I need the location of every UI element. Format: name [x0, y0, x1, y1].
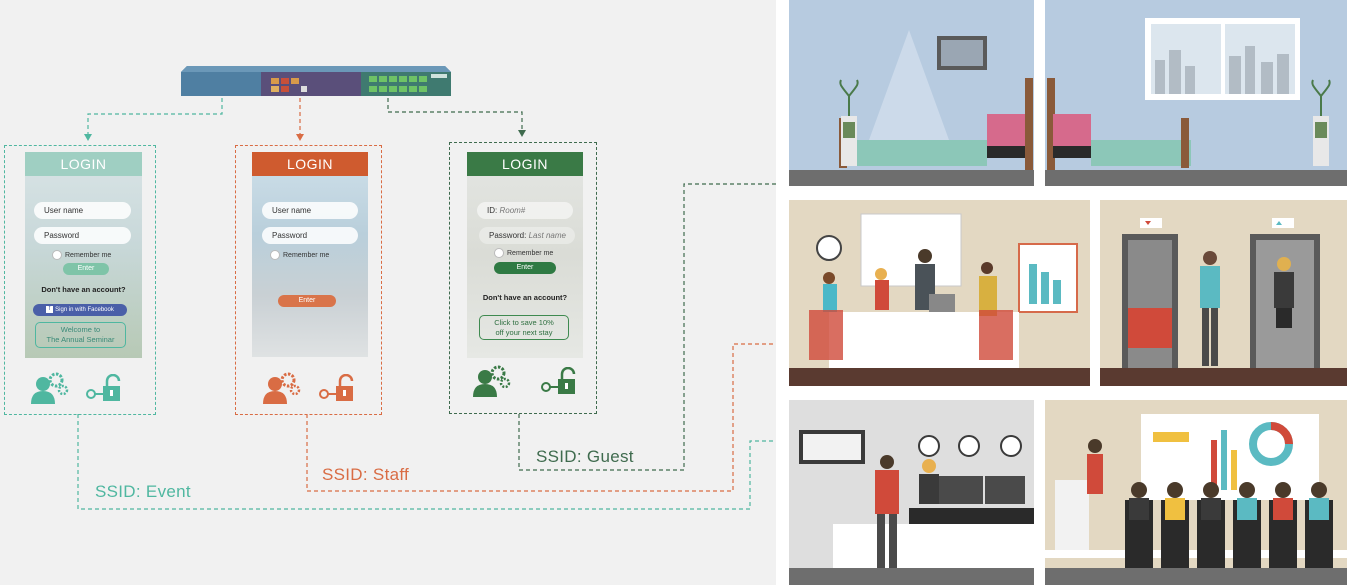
user-settings-icon: [473, 365, 511, 397]
guest-promo-box[interactable]: Click to save 10% off your next stay: [479, 315, 569, 340]
staff-login-title: LOGIN: [252, 152, 368, 176]
event-facebook-label: Sign in with Facebook: [55, 307, 114, 313]
event-password-field[interactable]: Password: [34, 227, 131, 244]
guest-login-screen: LOGIN ID: Room# Password: Last name Reme…: [467, 152, 583, 358]
hotel-room-scene: [789, 0, 1034, 186]
guest-password-field[interactable]: Password: Last name: [479, 227, 575, 244]
guest-id-label: ID:: [487, 206, 498, 215]
guest-no-account-text: Don't have an account?: [482, 293, 568, 302]
staff-enter-button[interactable]: Enter: [278, 295, 336, 307]
guest-to-rooms-link: [518, 183, 780, 471]
event-welcome-line2: The Annual Seminar: [46, 335, 115, 344]
event-portal-panel: LOGIN User name Password Remember me Ent…: [4, 145, 156, 415]
staff-login-screen: LOGIN User name Password Remember me Ent…: [252, 152, 368, 357]
staff-remember-checkbox[interactable]: Remember me: [270, 250, 329, 261]
guest-enter-button[interactable]: Enter: [494, 262, 556, 274]
key-lock-icon: [86, 374, 121, 401]
event-welcome-line1: Welcome to: [60, 325, 101, 334]
network-switch-icon: [181, 66, 451, 98]
guest-password-hint: Last name: [528, 231, 566, 240]
event-remember-checkbox[interactable]: Remember me: [52, 250, 111, 261]
guest-remember-label: Remember me: [507, 249, 554, 257]
guest-promo-line1: Click to save 10%: [494, 318, 554, 327]
event-no-account-text: Don't have an account?: [41, 285, 126, 294]
ssid-event-label: SSID: Event: [95, 482, 191, 501]
event-welcome-box[interactable]: Welcome to The Annual Seminar: [35, 322, 126, 348]
staff-password-field[interactable]: Password: [262, 227, 358, 244]
event-enter-button[interactable]: Enter: [63, 263, 109, 275]
event-username-field[interactable]: User name: [34, 202, 131, 219]
staff-username-field[interactable]: User name: [262, 202, 358, 219]
guest-login-title: LOGIN: [467, 152, 583, 176]
guest-portal-panel: LOGIN ID: Room# Password: Last name Reme…: [449, 142, 597, 414]
event-to-seminar-link: [77, 414, 782, 510]
key-lock-icon: [541, 367, 576, 394]
meeting-room-scene: [789, 200, 1090, 386]
reception-desk-scene: [789, 400, 1034, 585]
guest-id-hint: Room#: [499, 206, 526, 215]
seminar-hall-scene: [1045, 400, 1347, 585]
facebook-icon: f: [46, 305, 54, 313]
event-remember-label: Remember me: [65, 251, 112, 259]
guest-promo-line2: off your next stay: [495, 328, 553, 337]
guest-link: [387, 98, 523, 134]
staff-to-office-link: [306, 343, 785, 492]
event-login-title: LOGIN: [25, 152, 142, 176]
staff-remember-label: Remember me: [283, 251, 330, 259]
guest-password-label: Password:: [489, 231, 527, 240]
guest-id-field[interactable]: ID: Room#: [477, 202, 573, 219]
event-link: [87, 98, 223, 138]
elevator-lobby-scene: [1100, 200, 1347, 386]
checkbox-icon: [494, 248, 504, 258]
user-settings-icon: [31, 372, 69, 404]
staff-portal-panel: LOGIN User name Password Remember me Ent…: [235, 145, 382, 415]
checkbox-icon: [270, 250, 280, 260]
checkbox-icon: [52, 250, 62, 260]
event-login-screen: LOGIN User name Password Remember me Ent…: [25, 152, 142, 358]
city-view-room-scene: [1045, 0, 1347, 186]
key-lock-icon: [319, 374, 354, 401]
ssid-guest-label: SSID: Guest: [536, 447, 634, 466]
user-settings-icon: [263, 372, 301, 404]
guest-remember-checkbox[interactable]: Remember me: [494, 248, 553, 259]
ssid-staff-label: SSID: Staff: [322, 465, 410, 484]
